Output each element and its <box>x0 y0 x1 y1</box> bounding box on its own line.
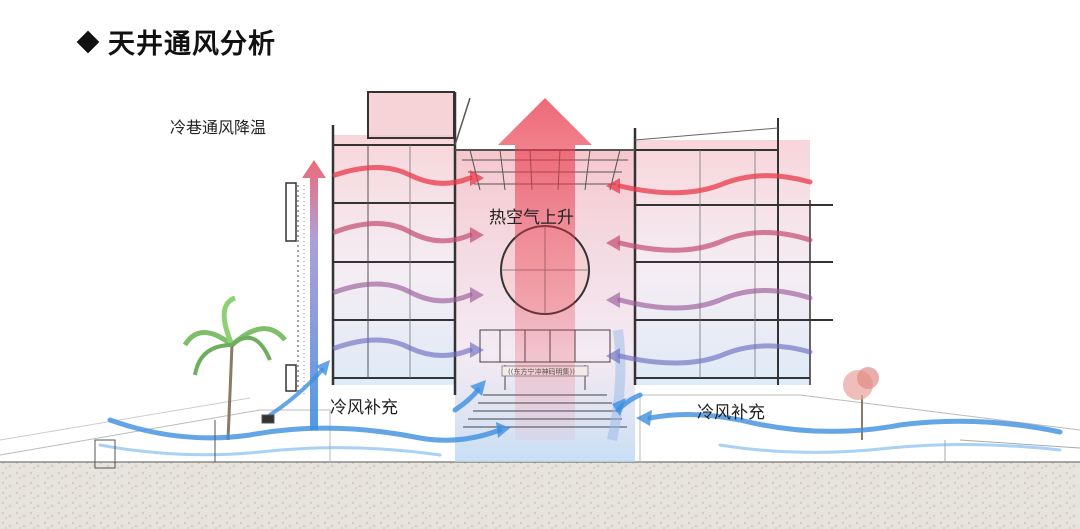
palm-tree <box>182 295 287 441</box>
right-flow-arrows <box>606 173 813 366</box>
diagram-title: 天井通风分析 <box>108 29 276 60</box>
screen-facade <box>285 182 305 395</box>
lane-details <box>94 97 471 469</box>
cool-air-ground-left <box>98 360 510 457</box>
left-flow-arrows <box>332 165 484 358</box>
cool-air-left-label: 冷风补充 <box>330 398 398 418</box>
cool-air-lane-arrow <box>302 160 326 430</box>
cool-air-ground-right <box>612 392 1063 454</box>
cool-air-right-rising-arrow <box>607 329 626 442</box>
left-building <box>331 91 457 395</box>
cool-air-right-label: 冷风补充 <box>697 403 765 423</box>
hot-air-central-arrow <box>498 98 592 440</box>
title-row: 天井通风分析 <box>76 22 276 61</box>
ground <box>0 394 1080 529</box>
courtyard-sign: ((东方宁冲神码明集)) <box>508 368 575 376</box>
hot-air-label: 热空气上升 <box>489 208 574 228</box>
lane-cooling-label: 冷巷通风降温 <box>170 118 267 137</box>
